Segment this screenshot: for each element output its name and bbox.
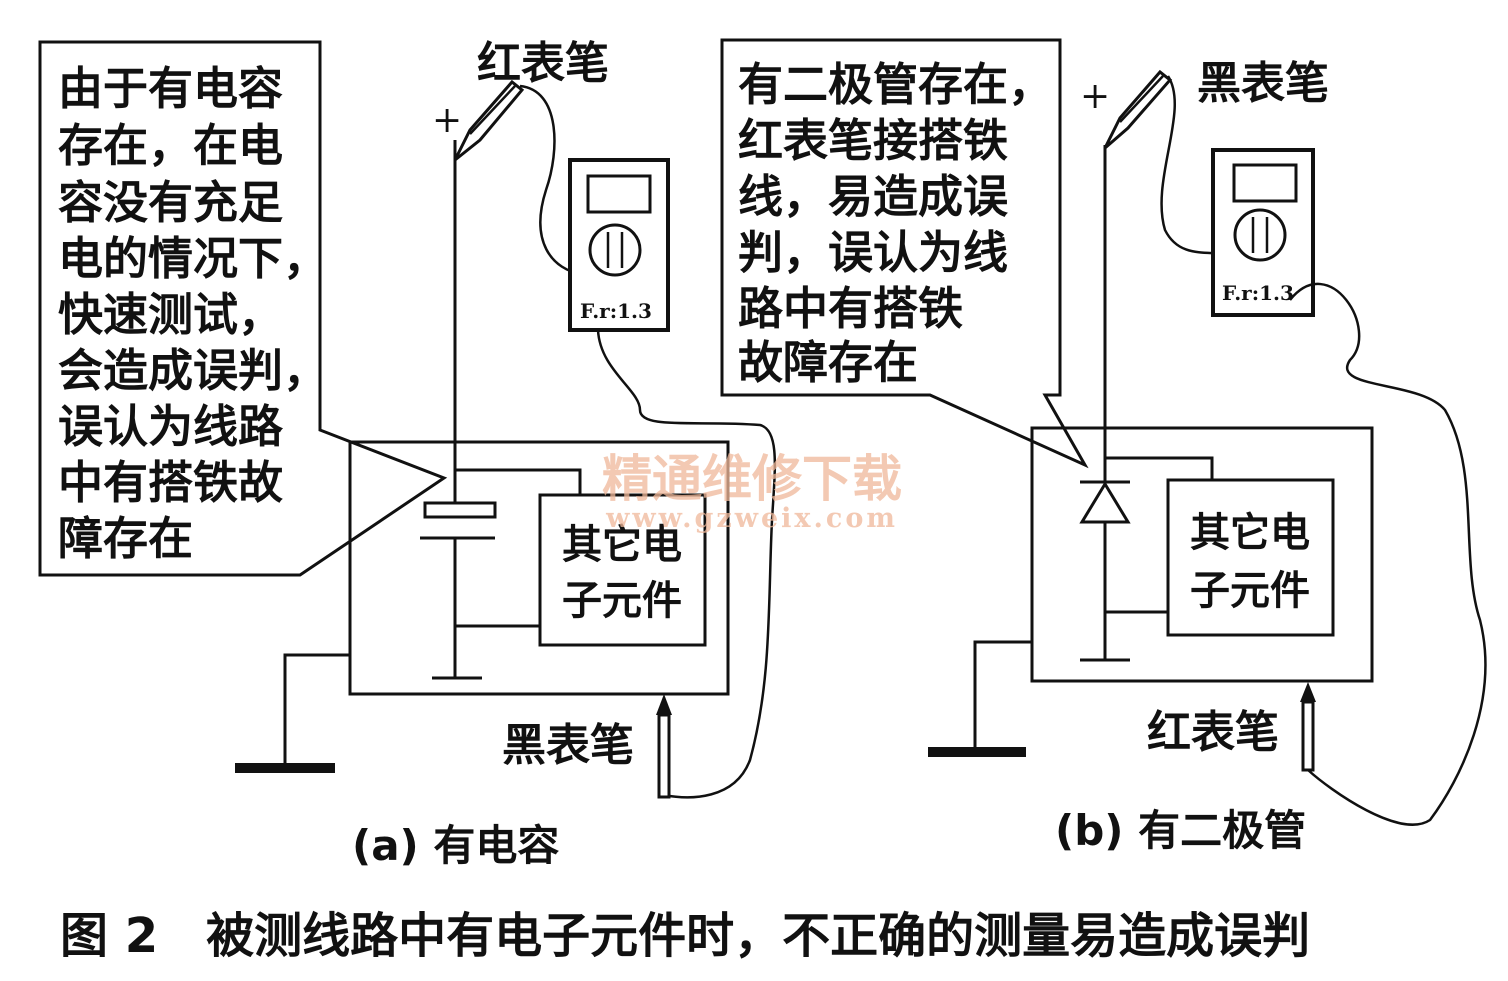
callout-line: 快速测试， [58, 288, 283, 341]
callout-line: 判，误认为线 [738, 226, 1008, 279]
black-lead-a [596, 329, 777, 799]
callout-bubble-a [38, 40, 448, 577]
watermark-url: www.gzweix.com [605, 503, 898, 534]
callout-line: 线，易造成误 [738, 170, 1008, 223]
callout-line: 会造成误判， [58, 344, 328, 397]
callout-line: 有二极管存在， [738, 58, 1053, 111]
red-probe-label-b: 红表笔 [1147, 707, 1279, 758]
black-probe-b [1103, 69, 1173, 150]
black-lead-b [1160, 75, 1231, 257]
circuit-enclosure-a [348, 440, 730, 696]
callout-bubble-b [720, 38, 1089, 469]
callout-text-b: 有二极管存在， 红表笔接搭铁 线，易造成误 判，误认为线 路中有搭铁 故障存在 [738, 58, 1053, 389]
component-label: 子元件 [1190, 568, 1310, 614]
watermark: 精通维修下载 www.gzweix.com [602, 449, 902, 534]
caption-b: (b) 有二极管 [1055, 806, 1306, 855]
callout-line: 路中有搭铁 [738, 282, 963, 335]
plus-sign-a: + [432, 100, 462, 141]
caption-a: (a) 有电容 [352, 821, 559, 870]
multimeter-b: F.r:1.3 [1211, 148, 1315, 317]
component-label: 其它电 [562, 522, 682, 568]
meter-display-b: F.r:1.3 [1222, 281, 1294, 305]
ground-wire-b [973, 640, 1032, 752]
black-probe-a [656, 694, 672, 799]
component-box-a [538, 493, 707, 647]
ground-wire-a [283, 653, 350, 768]
capacitor-symbol [420, 501, 497, 540]
multimeter-a: F.r:1.3 [568, 158, 670, 332]
panel-b: 有二极管存在， 红表笔接搭铁 线，易造成误 判，误认为线 路中有搭铁 故障存在 … [720, 38, 1487, 855]
figure-caption: 图 2 被测线路中有电子元件时，不正确的测量易造成误判 [60, 908, 1310, 964]
panel-a: 由于有电容 存在，在电 容没有充足 电的情况下， 快速测试， 会造成误判， 误认… [38, 38, 777, 870]
callout-line: 中有搭铁故 [58, 456, 283, 509]
component-label: 其它电 [1190, 510, 1310, 556]
callout-line: 容没有充足 [58, 176, 283, 229]
meter-display-a: F.r:1.3 [580, 299, 652, 323]
callout-line: 误认为线路 [58, 400, 284, 453]
callout-line: 电的情况下， [58, 232, 328, 285]
wire-top-b [1105, 456, 1214, 480]
callout-line: 由于有电容 [58, 62, 283, 115]
red-probe-b [1300, 682, 1316, 772]
plus-sign-b: + [1080, 76, 1110, 117]
callout-text-a: 由于有电容 存在，在电 容没有充足 电的情况下， 快速测试， 会造成误判， 误认… [58, 62, 328, 565]
red-probe-a [453, 79, 525, 162]
component-box-b [1166, 478, 1335, 637]
red-lead-b [1289, 282, 1487, 826]
red-lead-a [519, 84, 586, 277]
wire-top-a [455, 468, 582, 495]
red-probe-label-a: 红表笔 [477, 38, 609, 89]
callout-line: 故障存在 [738, 336, 918, 389]
callout-line: 障存在 [58, 512, 193, 565]
watermark-title: 精通维修下载 [602, 449, 902, 508]
diode-symbol [1079, 480, 1131, 524]
black-probe-label-b: 黑表笔 [1197, 58, 1329, 109]
circuit-enclosure-b [1030, 426, 1374, 683]
component-label: 子元件 [562, 578, 682, 624]
callout-line: 红表笔接搭铁 [738, 114, 1008, 167]
black-probe-label-a: 黑表笔 [502, 720, 634, 771]
callout-line: 存在，在电 [58, 119, 283, 172]
